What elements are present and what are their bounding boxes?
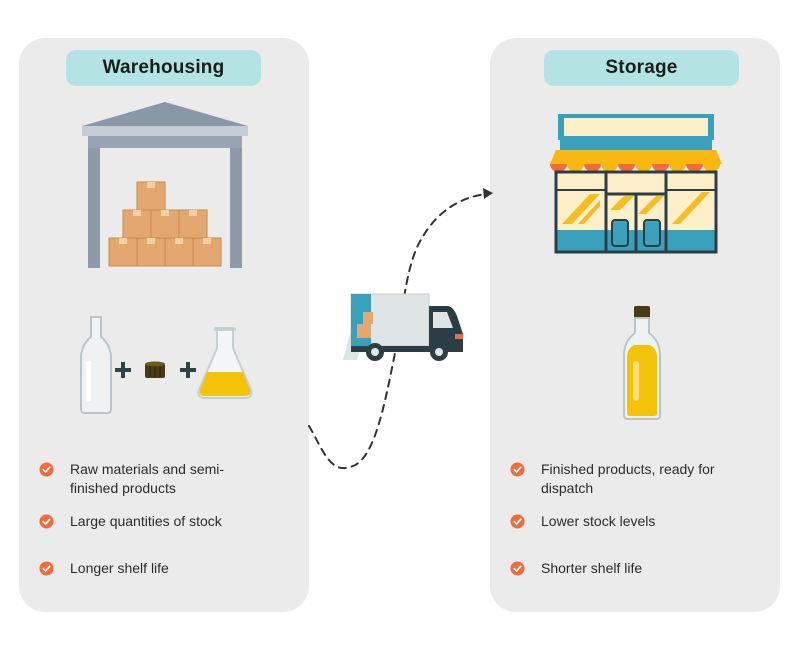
check-circle-icon [39,514,54,529]
bullet-item: Shorter shelf life [510,559,770,578]
glass-bottle-icon [80,316,112,414]
oil-flask-icon [197,327,253,399]
bullet-item: Raw materials and semi-finished products [39,460,299,498]
bottle-cap-icon [145,361,165,378]
bullet-text: Finished products, ready for dispatch [541,461,715,496]
bullet-item: Large quantities of stock [39,512,299,531]
delivery-truck-icon [343,293,463,361]
shop-icon [550,114,722,254]
warehousing-title: Warehousing [66,50,261,86]
check-circle-icon [510,514,525,529]
bullet-text: Shorter shelf life [541,560,643,576]
check-circle-icon [39,462,54,477]
oil-bottle-icon [623,306,661,420]
check-circle-icon [510,462,525,477]
warehouse-icon [82,102,248,268]
storage-title: Storage [544,50,739,86]
bullet-item: Finished products, ready for dispatch [510,460,770,498]
plus-icon [115,362,131,378]
bullet-text: Longer shelf life [70,560,169,576]
bullet-text: Lower stock levels [541,513,656,529]
bullet-item: Longer shelf life [39,559,299,578]
bullet-text: Raw materials and semi-finished products [70,461,225,496]
check-circle-icon [39,561,54,576]
bullet-item: Lower stock levels [510,512,770,531]
bullet-text: Large quantities of stock [70,513,222,529]
plus-icon [180,362,196,378]
check-circle-icon [510,561,525,576]
